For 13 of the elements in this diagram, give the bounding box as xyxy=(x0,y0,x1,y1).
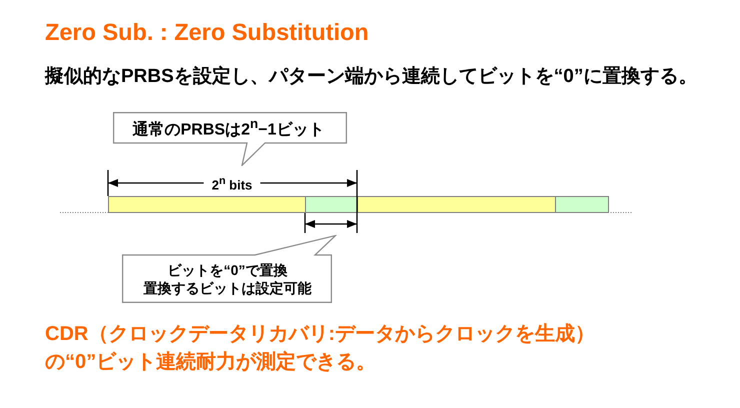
description-text: 擬似的なPRBSを設定し、パターン端から連続してビットを“0”に置換する。 xyxy=(45,65,698,89)
callout-text: 通常のPRBSは2$^{n}$−1ビット xyxy=(132,115,324,141)
speech-bubble xyxy=(122,235,337,303)
prbs-segment xyxy=(357,196,556,213)
speech-bubble xyxy=(113,112,348,166)
prbs-segment xyxy=(108,196,306,213)
zero-segment xyxy=(555,196,609,213)
conclusion-text: CDR（クロックデータリカバリ:データからクロックを生成）の“0”ビット連続耐力が測定できる。 xyxy=(45,322,596,375)
dimension-label: 2$^{n}$ bits xyxy=(212,174,252,194)
title: Zero Sub. : Zero Substitution xyxy=(45,18,369,46)
zero-segment xyxy=(305,196,358,213)
callout-text: 置換するビットは設定可能 xyxy=(144,278,312,296)
callout-text: ビットを“0”で置換 xyxy=(168,260,288,278)
